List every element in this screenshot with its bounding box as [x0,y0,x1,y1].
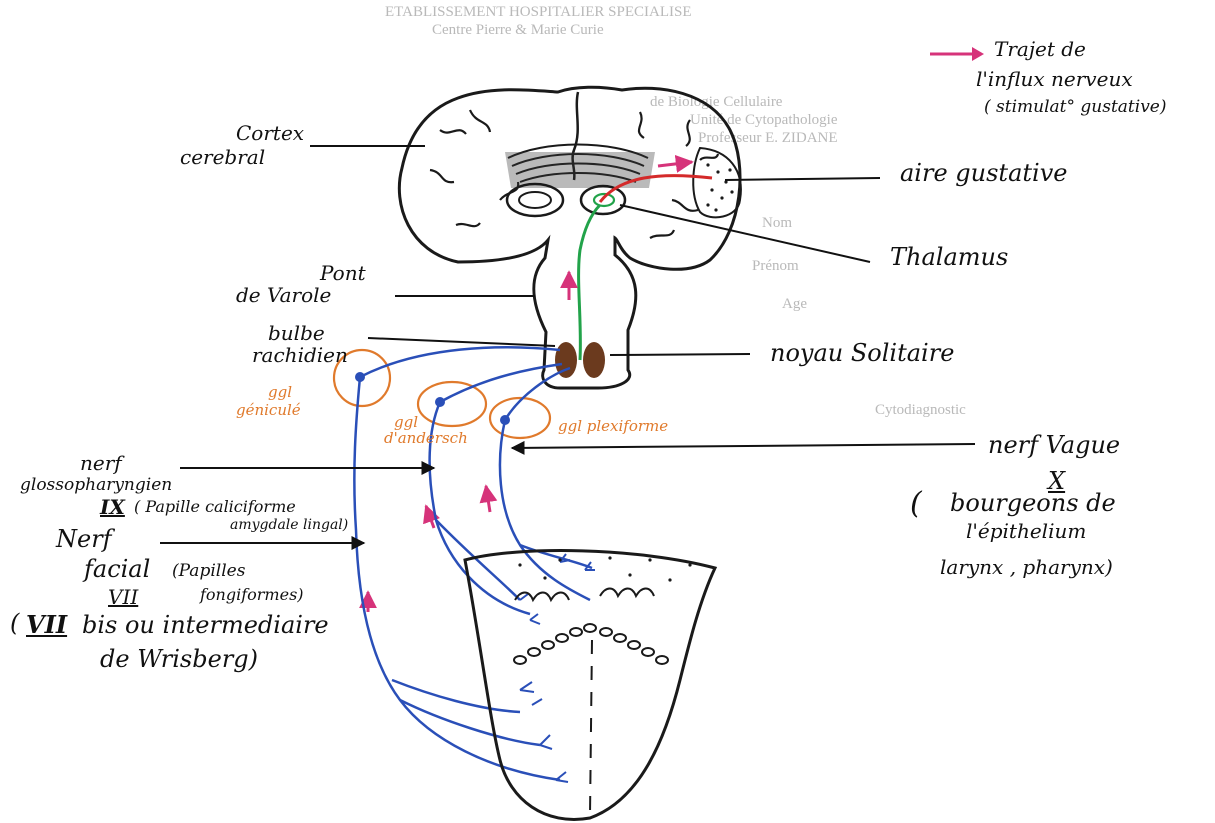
legend-arrow [928,44,988,64]
label-noyau-solitaire: noyau Solitaire [770,340,954,366]
cranial-nerves [354,347,592,780]
label-glosso-detail-line2: amygdale lingal) [230,514,348,536]
label-vii-bis-line1: bis ou intermediaire [82,612,329,638]
label-ggl-plexiforme: ggl plexiforme [558,418,668,434]
legend-line2: l'influx nerveux [976,68,1133,90]
legend-line3: ( stimulat° gustative) [984,96,1167,118]
label-vii-bis-number: VII [26,612,67,638]
solitary-nucleus-right [583,342,605,378]
label-ggl-geniculate-line1: ggl [268,384,292,400]
ascending-arrow-vague [486,486,490,512]
label-ggl-geniculate-line2: géniculé [236,402,301,418]
label-glosso-line2: glossopharyngien [20,474,172,496]
andersch-ganglion [418,382,486,426]
label-facial-line2: facial [84,556,150,582]
gustatory-area-stipple [706,163,733,211]
label-cortex-line1: Cortex [236,122,304,144]
label-bulbe-line2: rachidien [252,344,348,366]
label-vague-detail-line3: larynx , pharynx) [940,556,1113,578]
label-glosso-number: IX [100,496,125,518]
central-pathway-green [579,205,600,360]
label-ggl-andersch-line1: ggl [394,414,418,430]
label-facial-detail-line1: (Papilles [172,560,245,582]
nerve-terminal-branches [520,554,595,782]
label-vii-bis-line2: de Wrisberg) [100,646,258,672]
label-nerf-vague: nerf Vague [988,432,1120,458]
label-facial-line1: Nerf [56,526,112,552]
tongue-median-line [590,640,592,815]
brain-gyri-left [430,110,518,226]
ascending-arrow-cortex [658,162,692,166]
label-glosso-line1: nerf [80,452,122,474]
legend-line1: Trajet de [994,38,1086,60]
label-vague-detail-line1: ( [910,488,922,520]
tongue-root-dots [518,556,691,581]
label-pont-line1: Pont [320,262,366,284]
label-pont-line2: de Varole [236,284,331,306]
label-cortex-line2: cerebral [180,146,265,168]
label-vague-detail-line2: l'épithelium [966,520,1086,542]
label-bulbe-line1: bulbe [268,322,325,344]
label-thalamus: Thalamus [890,244,1008,270]
label-ggl-andersch-line2: d'andersch [384,430,468,446]
ventricle-shading [505,152,655,188]
label-vii-bis-line1-open: ( [10,610,19,636]
label-aire-gustative: aire gustative [900,160,1067,186]
label-facial-detail-line2: fongiformes) [200,584,304,606]
plexiform-ganglion [490,398,550,438]
left-basal-nucleus [507,184,563,216]
label-vague-detail-line1-text: bourgeons de [950,490,1116,516]
label-facial-number: VII [108,586,138,608]
